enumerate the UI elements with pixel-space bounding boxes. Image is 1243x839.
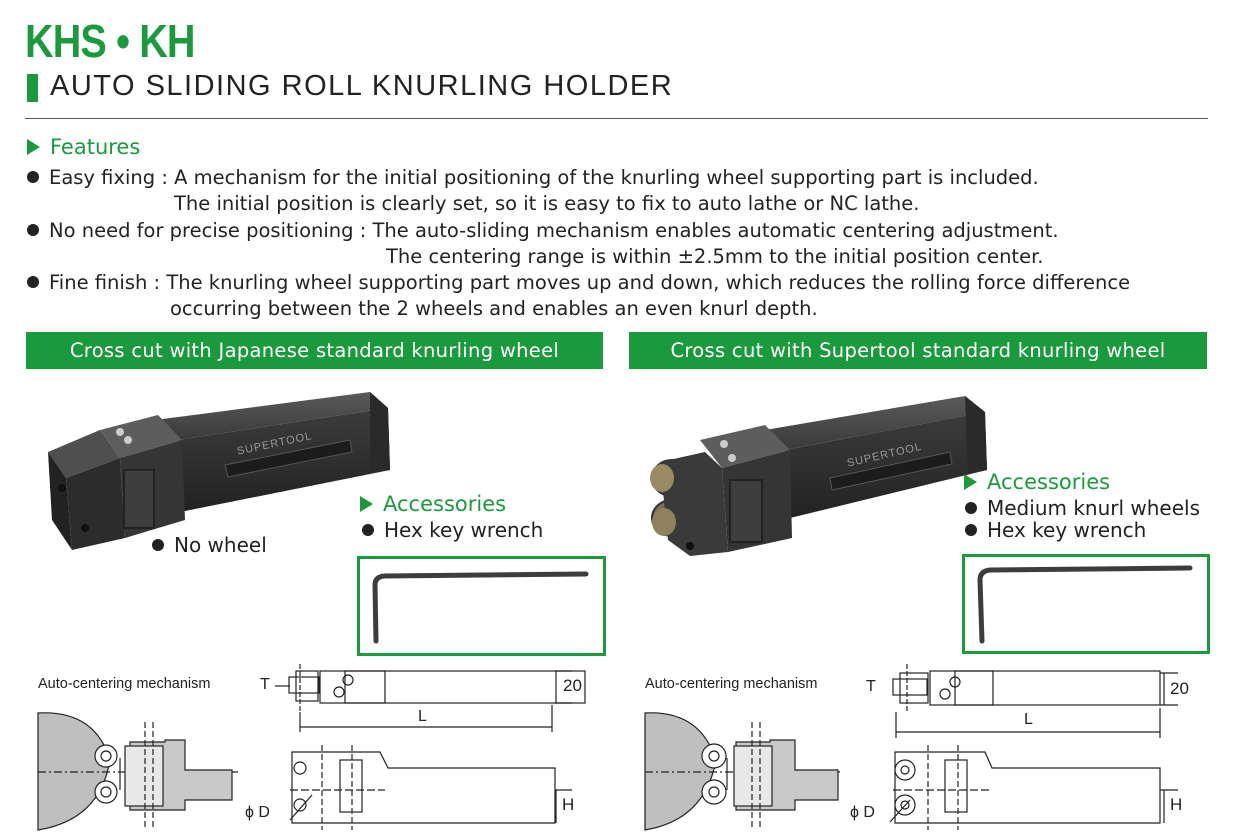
dim-H: H (1170, 795, 1183, 814)
feature-continuation: The centering range is within ±2.5mm to … (386, 245, 1044, 268)
feature-continuation: The initial position is clearly set, so … (174, 192, 920, 215)
right-section-band: Cross cut with Supertool standard knurli… (629, 332, 1207, 369)
feature-text: No need for precise positioning : The au… (49, 219, 1059, 242)
feature-text: Fine finish : The knurling wheel support… (49, 271, 1131, 294)
dim-T: T (260, 676, 270, 693)
dim-20: 20 (563, 676, 582, 695)
accessory-text: Hex key wrench (987, 518, 1147, 542)
dim-D: ϕ D (245, 804, 270, 821)
triangle-bullet-icon (964, 474, 977, 490)
subtitle-accent-bar (27, 74, 38, 102)
left-accessories-heading: Accessories (360, 492, 506, 516)
dim-H: H (562, 795, 575, 814)
left-section-band: Cross cut with Japanese standard knurlin… (26, 332, 603, 369)
accessory-item: Hex key wrench (965, 518, 1146, 542)
accessories-heading-text: Accessories (383, 492, 507, 516)
product-subtitle: AUTO SLIDING ROLL KNURLING HOLDER (50, 70, 674, 102)
mechanism-label: Auto-centering mechanism (38, 676, 211, 692)
left-note-text: No wheel (174, 533, 267, 557)
bullet-icon (27, 276, 39, 288)
feature-item: Fine finish : The knurling wheel support… (27, 271, 1130, 294)
accessory-text: Hex key wrench (384, 518, 544, 542)
mechanism-label: Auto-centering mechanism (645, 676, 818, 692)
accessory-item: Medium knurl wheels (965, 496, 1200, 520)
accessories-heading-text: Accessories (987, 470, 1111, 494)
feature-item: No need for precise positioning : The au… (27, 219, 1059, 242)
dim-20: 20 (1170, 679, 1189, 698)
triangle-bullet-icon (360, 496, 373, 512)
features-heading: Features (27, 135, 140, 159)
feature-item: Easy fixing : A mechanism for the initia… (27, 166, 1039, 189)
dim-T: T (866, 678, 876, 695)
right-accessories-heading: Accessories (964, 470, 1110, 494)
accessory-text: Medium knurl wheels (987, 496, 1201, 520)
features-heading-text: Features (50, 135, 141, 159)
accessory-item: Hex key wrench (362, 518, 543, 542)
feature-text: Easy fixing : A mechanism for the initia… (49, 166, 1039, 189)
dim-L: L (418, 708, 427, 725)
triangle-bullet-icon (27, 139, 40, 155)
dim-L: L (1024, 711, 1033, 728)
bullet-icon (27, 224, 39, 236)
left-note: No wheel (152, 533, 267, 557)
dim-D: ϕ D (850, 804, 875, 821)
bullet-icon (965, 524, 977, 536)
header-divider (25, 118, 1208, 119)
product-code-title: KHS • KH (25, 15, 195, 67)
bullet-icon (27, 171, 39, 183)
bullet-icon (965, 502, 977, 514)
feature-continuation: occurring between the 2 wheels and enabl… (170, 297, 818, 320)
bullet-icon (362, 524, 374, 536)
bullet-icon (152, 539, 164, 551)
